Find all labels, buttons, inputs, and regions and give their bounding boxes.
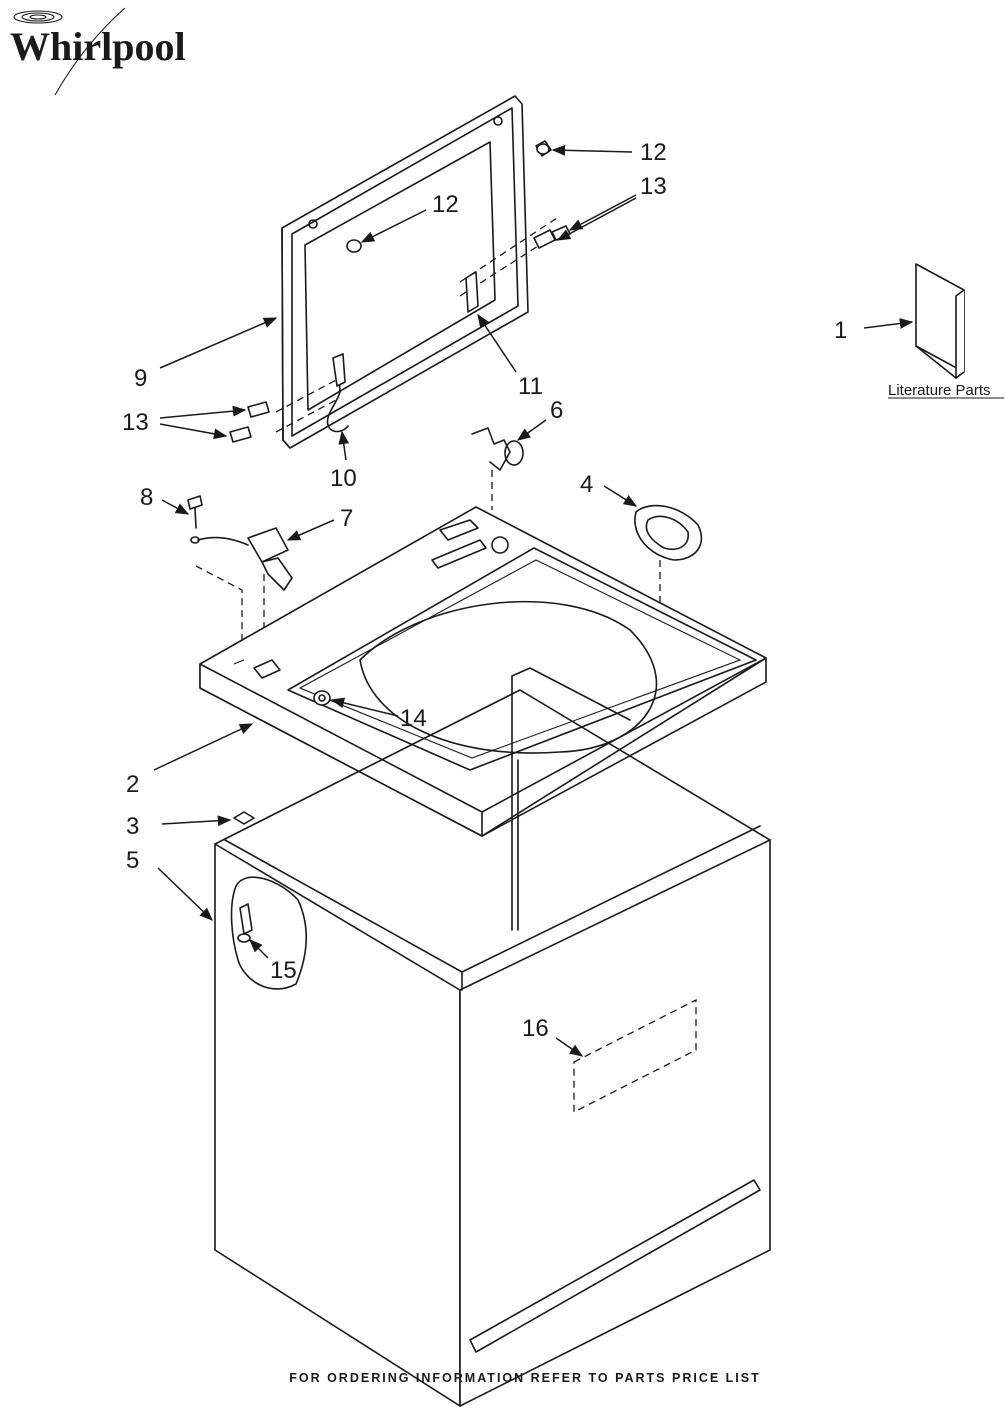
callout-9: 9 [134, 365, 147, 392]
footer-ordering-note: FOR ORDERING INFORMATION REFER TO PARTS … [289, 1371, 761, 1385]
brand-wordmark: Whirlpool [10, 24, 186, 69]
callout-3: 3 [126, 813, 139, 840]
callout-5: 5 [126, 847, 139, 874]
hinge-screw-left-upper [248, 402, 269, 417]
callout-1: 1 [834, 317, 847, 344]
callout-11: 11 [518, 373, 543, 400]
callout-12-lower: 12 [432, 191, 459, 218]
hinge-screw-left-lower [230, 427, 251, 442]
inlet-fitting [314, 691, 330, 705]
callout-15: 15 [270, 957, 297, 984]
callout-13-left: 13 [122, 409, 149, 436]
callout-12-upper: 12 [640, 139, 667, 166]
bumper-top-right [536, 141, 551, 156]
latch-clip [472, 428, 523, 510]
callout-14: 14 [400, 705, 427, 732]
hinge-screw-right-lower [534, 230, 555, 248]
callout-6: 6 [550, 397, 563, 424]
cabinet-clip [234, 812, 254, 824]
callout-16: 16 [522, 1015, 549, 1042]
callout-4: 4 [580, 471, 593, 498]
callout-7: 7 [340, 505, 353, 532]
callout-13-right: 13 [640, 173, 667, 200]
switch-screw [188, 496, 202, 543]
literature-parts-label: Literature Parts [888, 382, 991, 399]
bumper-top-left [347, 240, 361, 252]
whirlpool-logo: Whirlpool [10, 8, 186, 95]
callout-2: 2 [126, 771, 139, 798]
literature-parts: Literature Parts [888, 264, 1004, 399]
callout-8: 8 [140, 484, 153, 511]
callout-10: 10 [330, 465, 357, 492]
